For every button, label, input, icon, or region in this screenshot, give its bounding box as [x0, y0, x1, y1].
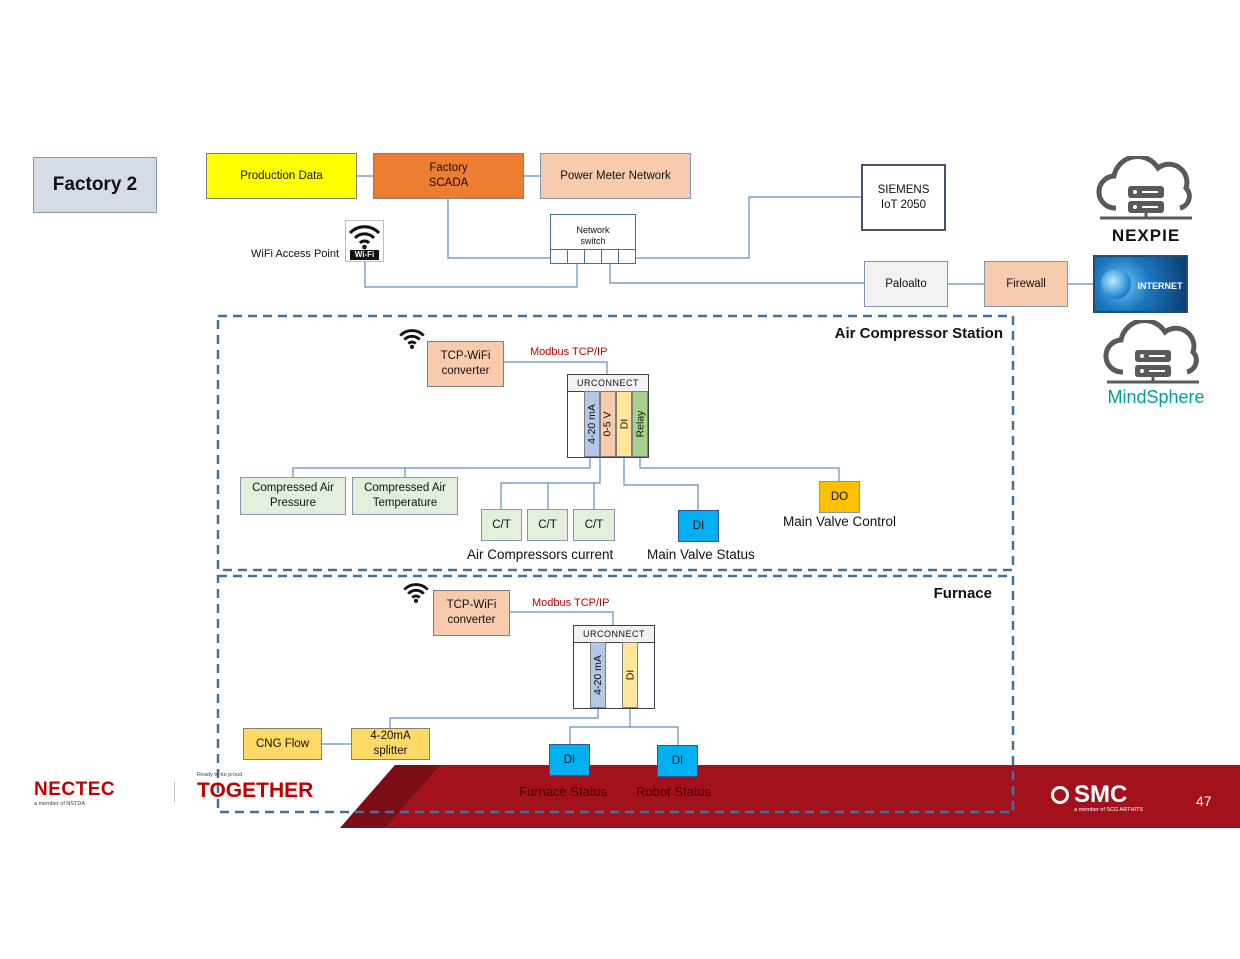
wifi-badge: Wi-Fi [350, 250, 379, 260]
ct-sensor-2: C/T [527, 509, 568, 541]
nexpie-text: NEXPIE [1111, 226, 1181, 245]
main-valve-control-do: DO [819, 481, 860, 513]
internet-label: INTERNET [1137, 281, 1183, 291]
robot-status-di: DI [657, 745, 698, 777]
together-text: TOGETHER [197, 779, 314, 802]
furnace-title: Furnace [933, 585, 992, 602]
page-number: 47 [1196, 793, 1212, 809]
wifi-icon [399, 329, 425, 349]
air-channel-relay: Relay [632, 391, 648, 457]
main-valve-status-di: DI [678, 510, 719, 542]
compressed-air-temperature-box: Compressed Air Temperature [352, 477, 458, 515]
together-logo: Ready to be proud TOGETHER [197, 772, 332, 808]
network-switch: Network switch [550, 214, 636, 264]
paloalto-box: Paloalto [864, 261, 948, 307]
cloud-server-icon [1096, 154, 1192, 220]
cloud-server-icon [1103, 320, 1199, 384]
mindsphere-text: MindSphere [1107, 387, 1205, 407]
main-valve-status-caption: Main Valve Status [647, 547, 755, 562]
smc-text: SMC [1074, 781, 1128, 808]
main-valve-control-caption: Main Valve Control [783, 514, 897, 529]
nectec-logo: NECTEC a member of NSTDA [34, 774, 159, 810]
together-small: Ready to be proud [197, 772, 243, 778]
furnace-urconnect: URCONNECT [573, 625, 655, 709]
smc-sub: a member of SCG ARTHITS [1074, 807, 1143, 813]
furnace-modbus-label: Modbus TCP/IP [532, 597, 610, 609]
factory-scada-box: Factory SCADA [373, 153, 524, 199]
furnace-tcp-wifi-converter: TCP-WiFi converter [433, 590, 510, 636]
furnace-status-di: DI [549, 744, 590, 776]
compressed-air-pressure-box: Compressed Air Pressure [240, 477, 346, 515]
ct-sensor-1: C/T [481, 509, 522, 541]
wifi-access-point-icon: Wi-Fi [345, 220, 384, 262]
switch-ports [551, 249, 635, 263]
splitter-box: 4-20mA splitter [351, 728, 430, 760]
nexpie-logo: NEXPIE [1094, 154, 1198, 246]
air-channel-4-20ma: 4-20 mA [584, 391, 600, 457]
production-data-box: Production Data [206, 153, 357, 199]
mindsphere-logo: MindSphere [1097, 320, 1215, 410]
logo-divider [174, 782, 175, 802]
air-channel-0-5v: 0-5 V [600, 391, 616, 457]
air-modbus-label: Modbus TCP/IP [530, 346, 608, 358]
furnace-urconnect-label: URCONNECT [574, 626, 654, 643]
nectec-sub: a member of NSTDA [34, 801, 86, 807]
furnace-channel-4-20ma: 4-20 mA [590, 642, 606, 708]
ct-caption: Air Compressors current [467, 547, 614, 562]
network-switch-label: Network switch [576, 225, 610, 247]
air-urconnect-label: URCONNECT [568, 375, 648, 392]
cng-flow-box: CNG Flow [243, 728, 322, 760]
furnace-channel-di: DI [622, 642, 638, 708]
page-title: Factory 2 [33, 157, 157, 213]
robot-status-caption: Robot Status [636, 784, 712, 799]
nectec-text: NECTEC [34, 779, 116, 800]
firewall-box: Firewall [984, 261, 1068, 307]
ct-sensor-3: C/T [573, 509, 615, 541]
siemens-iot-box: SIEMENS IoT 2050 [861, 164, 946, 231]
air-tcp-wifi-converter: TCP-WiFi converter [427, 341, 504, 387]
globe-icon [1101, 269, 1131, 299]
internet-image: INTERNET [1093, 255, 1188, 313]
furnace-status-caption: Furnace Status [519, 784, 608, 799]
smc-mark-icon [1051, 786, 1069, 804]
air-channel-di: DI [616, 391, 632, 457]
smc-logo: SMC a member of SCG ARTHITS [1050, 780, 1160, 814]
power-meter-box: Power Meter Network [540, 153, 691, 199]
wifi-ap-label: WiFi Access Point [251, 248, 340, 260]
air-station-title: Air Compressor Station [834, 325, 1003, 342]
wifi-icon [403, 583, 429, 603]
